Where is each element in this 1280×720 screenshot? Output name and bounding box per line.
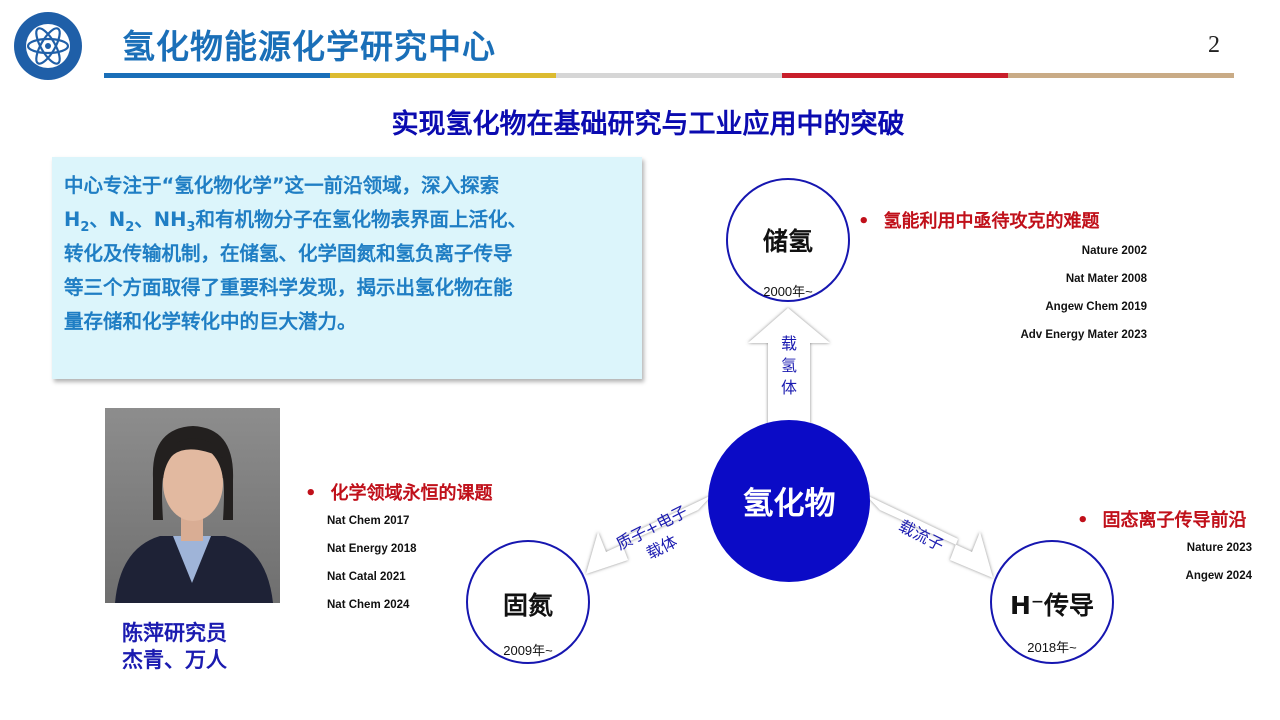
- node-nitrogen-fixation: 固氮 2009年~: [466, 540, 590, 664]
- publication: Nature 2023: [1186, 542, 1252, 554]
- node-hydride-conduction: H⁻传导 2018年~: [990, 540, 1114, 664]
- arrow-to-conduction: [866, 495, 993, 578]
- node-year: 2000年~: [763, 284, 813, 299]
- heading-text: 固态离子传导前沿: [1102, 510, 1247, 531]
- header-divider-gray: [556, 73, 782, 78]
- conduction-heading: • 固态离子传导前沿: [1077, 506, 1247, 532]
- node-label: 储氢: [762, 227, 813, 256]
- page-title: 氢化物能源化学研究中心: [122, 27, 496, 66]
- bullet-icon: •: [1077, 510, 1089, 531]
- intro-line: 量存储和化学转化中的巨大潜力。: [64, 310, 357, 333]
- publication: Nat Energy 2018: [327, 543, 417, 555]
- header-divider-yellow: [330, 73, 556, 78]
- text: H: [64, 208, 81, 231]
- node-year: 2018年~: [1027, 640, 1077, 655]
- researcher-name: 陈萍研究员: [122, 621, 227, 645]
- fixation-heading: • 化学领域永恒的课题: [305, 479, 493, 505]
- intro-line: 等三个方面取得了重要科学发现，揭示出氢化物在能: [64, 276, 513, 299]
- text: 、N: [89, 208, 126, 231]
- institute-logo: [12, 10, 84, 82]
- header-divider-red: [782, 73, 1008, 78]
- arrow-label-char: 体: [780, 378, 797, 397]
- storage-heading: • 氢能利用中亟待攻克的难题: [858, 207, 1100, 233]
- subscript: 2: [125, 219, 135, 235]
- header-divider-blue: [104, 73, 330, 78]
- intro-line: H2、N2、NH3和有机物分子在氢化物表界面上活化、: [64, 203, 632, 237]
- arrow-label-hydrogen-carrier: 载 氢 体: [778, 333, 800, 399]
- heading-text: 化学领域永恒的课题: [330, 483, 493, 504]
- researcher-name-block: 陈萍研究员 杰青、万人: [122, 620, 227, 674]
- intro-line: 转化及传输机制，在储氢、化学固氮和氢负离子传导: [64, 242, 513, 265]
- node-label: 固氮: [502, 591, 553, 620]
- header-divider-tan: [1008, 73, 1234, 78]
- publication: Angew 2024: [1185, 570, 1252, 582]
- publication: Nat Chem 2024: [327, 599, 410, 611]
- arrow-label-char: 载: [780, 334, 797, 353]
- publication: Nat Catal 2021: [327, 571, 406, 583]
- publication: Nature 2002: [1081, 245, 1147, 257]
- page-number: 2: [1208, 32, 1220, 58]
- subscript: 2: [80, 219, 90, 235]
- bullet-icon: •: [305, 483, 317, 504]
- publication: Angew Chem 2019: [1045, 301, 1147, 313]
- researcher-honors: 杰青、万人: [122, 648, 227, 672]
- conduction-publications: Nature 2023 Angew 2024: [1186, 534, 1252, 590]
- publication: Nat Mater 2008: [1065, 273, 1147, 285]
- core-label: 氢化物: [742, 486, 836, 522]
- intro-line: 中心专注于“氢化物化学”这一前沿领域，深入探索: [64, 174, 500, 197]
- storage-publications: Nature 2002 Nat Mater 2008 Angew Chem 20…: [1020, 237, 1147, 349]
- bullet-icon: •: [858, 211, 870, 232]
- atom-emblem-icon: [14, 12, 82, 80]
- intro-textbox: 中心专注于“氢化物化学”这一前沿领域，深入探索 H2、N2、NH3和有机物分子在…: [52, 157, 642, 379]
- slide-subtitle: 实现氢化物在基础研究与工业应用中的突破: [391, 109, 905, 140]
- text: 、NH: [134, 208, 187, 231]
- heading-text: 氢能利用中亟待攻克的难题: [883, 211, 1100, 232]
- node-hydrogen-storage: 储氢 2000年~: [726, 178, 850, 302]
- fixation-publications: Nat Chem 2017 Nat Energy 2018 Nat Catal …: [327, 507, 417, 619]
- publication: Nat Chem 2017: [327, 515, 410, 527]
- arrow-label-char: 氢: [780, 356, 797, 375]
- node-label: H⁻传导: [1009, 591, 1095, 620]
- node-year: 2009年~: [503, 643, 553, 658]
- subscript: 3: [186, 219, 196, 235]
- text: 和有机物分子在氢化物表界面上活化、: [195, 208, 527, 231]
- publication: Adv Energy Mater 2023: [1020, 329, 1147, 341]
- arrow-to-storage: [748, 308, 830, 425]
- researcher-photo: [105, 408, 280, 603]
- hydride-core-circle: 氢化物: [708, 420, 870, 582]
- arrow-to-fixation: [586, 495, 712, 574]
